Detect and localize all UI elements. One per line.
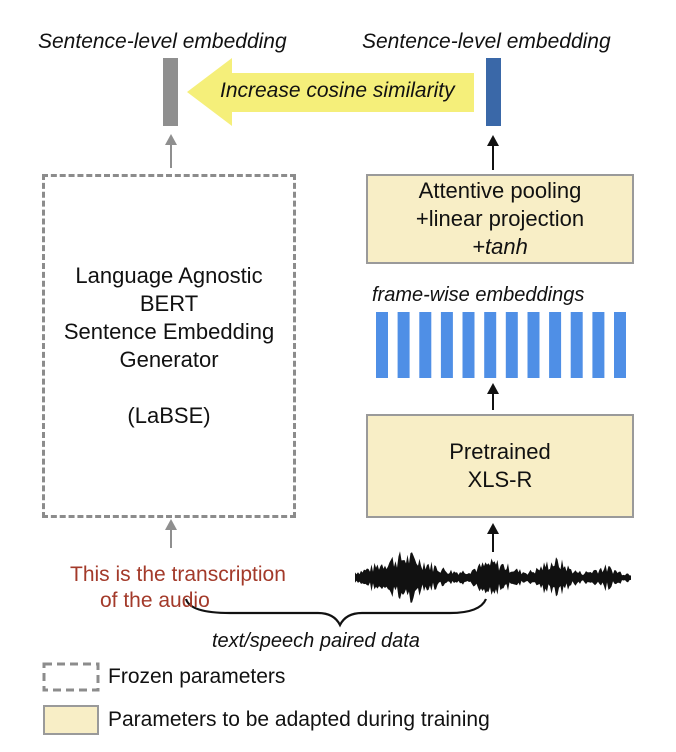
- labse-embedding-bar: [163, 58, 178, 126]
- legend-adapted-label: Parameters to be adapted during training: [108, 708, 490, 731]
- xlsr-box: Pretrained XLS-R: [366, 414, 634, 518]
- frame-embedding-bar: [505, 312, 518, 378]
- paired-data-brace: [184, 598, 488, 628]
- frame-embedding-bar: [484, 312, 497, 378]
- frame-embedding-bar: [397, 312, 410, 378]
- frame-embedding-bar: [549, 312, 562, 378]
- right-title: Sentence-level embedding: [362, 30, 611, 53]
- labse-line-2: BERT: [139, 291, 199, 316]
- pooling-line-1: Attentive pooling: [418, 178, 582, 203]
- frame-embeddings-label: frame-wise embeddings: [372, 284, 585, 306]
- pooling-box: Attentive pooling +linear projection +ta…: [366, 174, 634, 264]
- speech-embedding-bar: [486, 58, 501, 126]
- frame-embedding-bar: [570, 312, 583, 378]
- transcription-line-2: of the audio: [100, 589, 210, 612]
- labse-line-3: Sentence Embedding: [63, 319, 275, 344]
- frame-embedding-bar: [419, 312, 432, 378]
- frame-embedding-bar: [527, 312, 540, 378]
- legend-frozen-label: Frozen parameters: [108, 665, 286, 688]
- frame-embedding-bar: [376, 312, 388, 378]
- labse-box: Language Agnostic BERT Sentence Embeddin…: [42, 174, 296, 518]
- cosine-arrow-label: Increase cosine similarity: [220, 79, 455, 102]
- pooling-line-2: +linear projection: [415, 206, 585, 231]
- frame-embedding-bar: [440, 312, 453, 378]
- left-title: Sentence-level embedding: [38, 30, 287, 53]
- transcription-text: This is the transcription of the audio: [70, 562, 286, 614]
- xlsr-line-2: XLS-R: [467, 467, 533, 492]
- pooling-line-3: +tanh: [472, 234, 528, 259]
- labse-line-4: Generator: [119, 347, 219, 372]
- legend-adapted-swatch: [43, 705, 99, 735]
- paired-data-label: text/speech paired data: [212, 630, 420, 652]
- frame-embedding-bar: [614, 312, 626, 378]
- frame-embeddings: [376, 312, 626, 378]
- labse-line-1: Language Agnostic: [75, 263, 263, 288]
- labse-abbrev: (LaBSE): [127, 403, 211, 428]
- xlsr-line-1: Pretrained: [449, 439, 551, 464]
- cosine-arrow: [187, 58, 474, 126]
- legend-frozen-swatch: [42, 662, 100, 692]
- transcription-line-1: This is the transcription: [70, 563, 286, 586]
- audio-waveform: [355, 551, 631, 603]
- frame-embedding-bar: [592, 312, 605, 378]
- frame-embedding-bar: [462, 312, 475, 378]
